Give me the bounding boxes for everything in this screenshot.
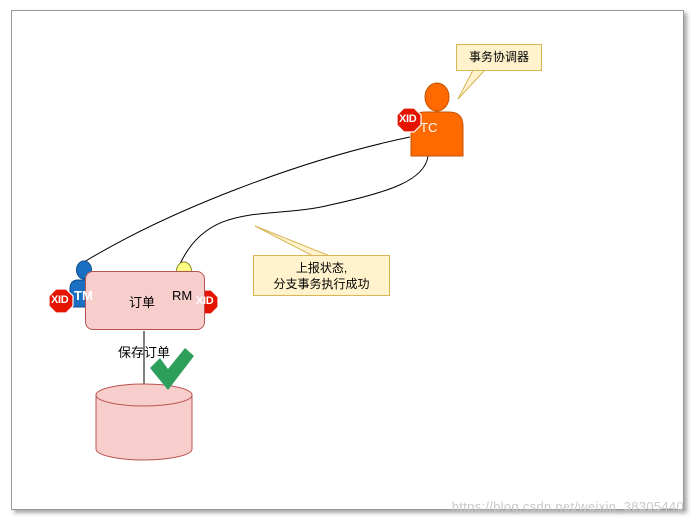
tm-label: TM (74, 288, 93, 303)
status-callout-pointer (254, 225, 331, 257)
tc-label: TC (420, 120, 438, 135)
tc-xid-label: XID (399, 113, 417, 125)
tc-callout-text: 事务协调器 (468, 50, 529, 64)
tc-callout-pointer (457, 69, 487, 100)
tc-xid-stop-sign-icon (396, 107, 422, 133)
order-label: 订单 (129, 295, 156, 310)
save-order-label: 保存订单 (118, 345, 171, 360)
checkmark-icon (150, 348, 194, 390)
tm-tc-connector (83, 136, 411, 263)
rm-label: RM (172, 288, 193, 303)
database-icon (95, 383, 193, 461)
status-callout-line2: 分支事务执行成功 (273, 277, 370, 291)
tm-xid-stop-sign-icon (48, 288, 74, 314)
status-callout-line1: 上报状态, (295, 261, 348, 275)
tc-callout: 事务协调器 (456, 44, 542, 71)
tc-actor (410, 82, 464, 157)
tm-xid-label: XID (51, 294, 69, 306)
status-callout: 上报状态, 分支事务执行成功 (253, 255, 390, 296)
order-service-box (85, 271, 205, 330)
rm-tc-connector (179, 155, 429, 265)
rm-xid-label: XID (196, 295, 214, 307)
watermark: https://blog.csdn.net/weixin_38305440 (451, 499, 684, 514)
